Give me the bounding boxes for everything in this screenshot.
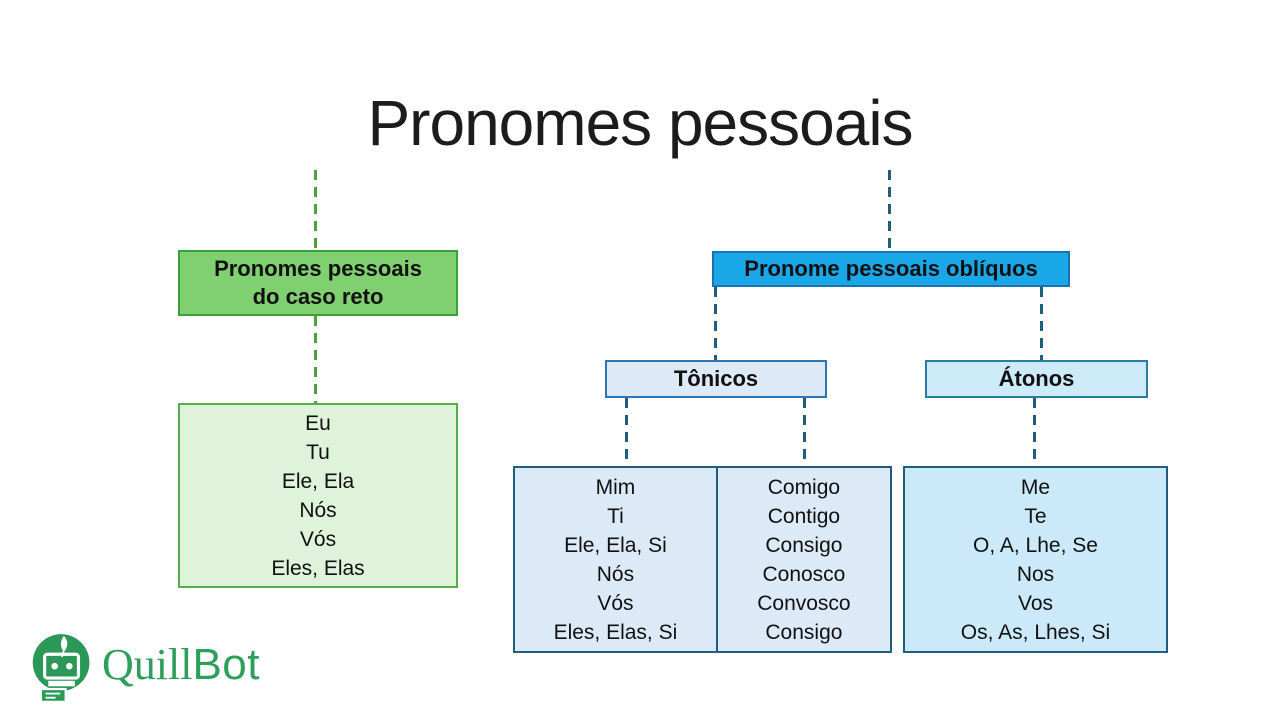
connector-tonicos-to-col1 [625,398,628,466]
tonicos-header-label: Tônicos [673,366,759,391]
obliquos-header-box: Pronome pessoais oblíquos [712,251,1070,287]
connector-obliquos-to-tonicos [714,287,717,360]
page-title: Pronomes pessoais [367,87,913,159]
quillbot-robot-icon [32,634,90,703]
wordmark-bot: Bot [192,640,260,689]
tonicos-header-box: Tônicos [605,360,827,398]
connector-reto-to-list [314,316,317,403]
quillbot-logo: QuillBot [30,626,260,710]
quillbot-wordmark: QuillBot [102,643,260,693]
connector-tonicos-to-col2 [803,398,806,466]
connector-title-to-reto [314,170,317,250]
atonos-header-label: Átonos [998,366,1075,391]
connector-atonos-to-list [1033,398,1036,466]
atonos-header-box: Átonos [925,360,1148,398]
wordmark-quill: Quill [102,640,193,689]
connector-title-to-obliquos [888,170,891,251]
connector-obliquos-to-atonos [1040,287,1043,360]
obliquos-header-label: Pronome pessoais oblíquos [744,256,1038,281]
